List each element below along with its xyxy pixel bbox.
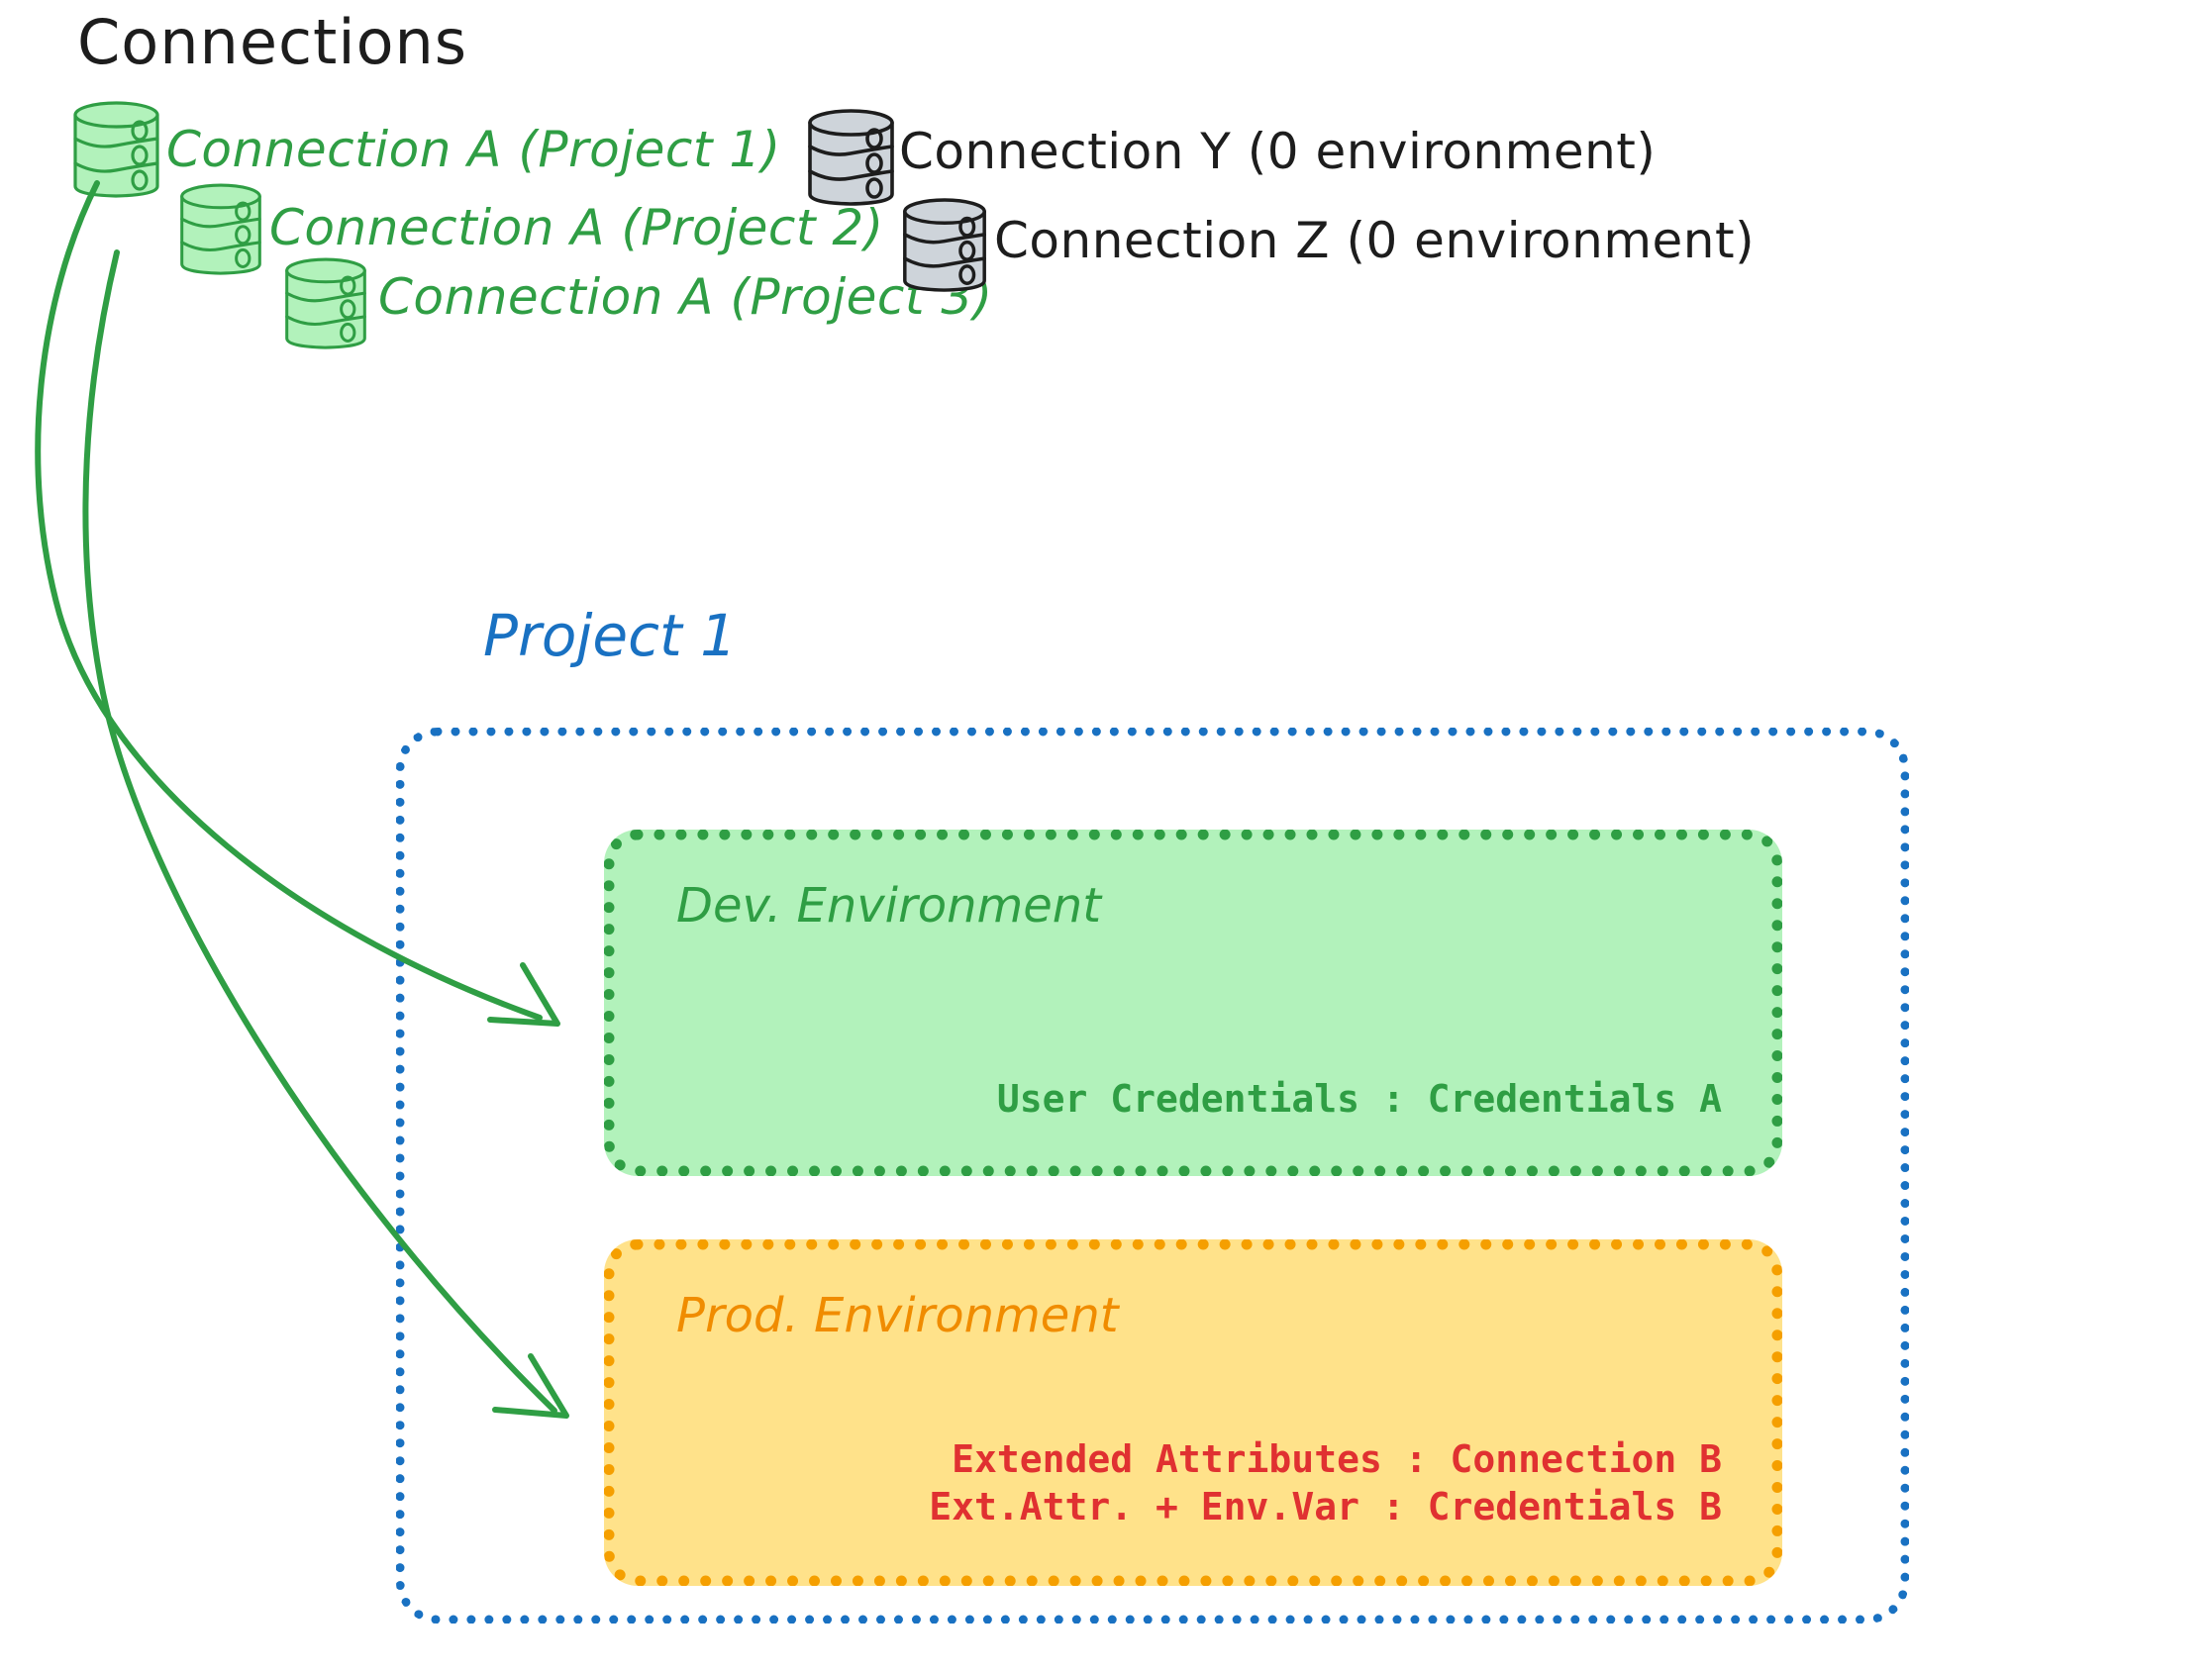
prod-environment-title: Prod. Environment xyxy=(676,1288,1119,1343)
page-title: Connections xyxy=(77,6,468,78)
database-cylinder-icon xyxy=(899,196,990,297)
dev-environment-title: Dev. Environment xyxy=(676,878,1102,934)
connection-label-gray-0: Connection Y (0 environment) xyxy=(899,123,1657,180)
dev-environment-credentials: User Credentials : Credentials A xyxy=(996,1077,1722,1122)
prod-environment-box[interactable]: Prod. Environment Extended Attributes : … xyxy=(604,1239,1782,1586)
database-cylinder-icon xyxy=(804,107,898,211)
database-cylinder-icon xyxy=(281,255,370,354)
prod-detail-line-2: Ext.Attr. + Env.Var : Credentials B xyxy=(929,1485,1722,1529)
dev-environment-box[interactable]: Dev. Environment User Credentials : Cred… xyxy=(604,830,1782,1176)
prod-detail-line-1: Extended Attributes : Connection B xyxy=(952,1436,1722,1481)
connection-label-gray-1: Connection Z (0 environment) xyxy=(994,212,1756,269)
database-cylinder-icon xyxy=(69,99,163,203)
connection-label-green-0: Connection A (Project 1) xyxy=(166,121,781,178)
database-cylinder-icon xyxy=(176,181,265,280)
project-title: Project 1 xyxy=(483,602,738,669)
connection-label-green-1: Connection A (Project 2) xyxy=(269,199,884,256)
